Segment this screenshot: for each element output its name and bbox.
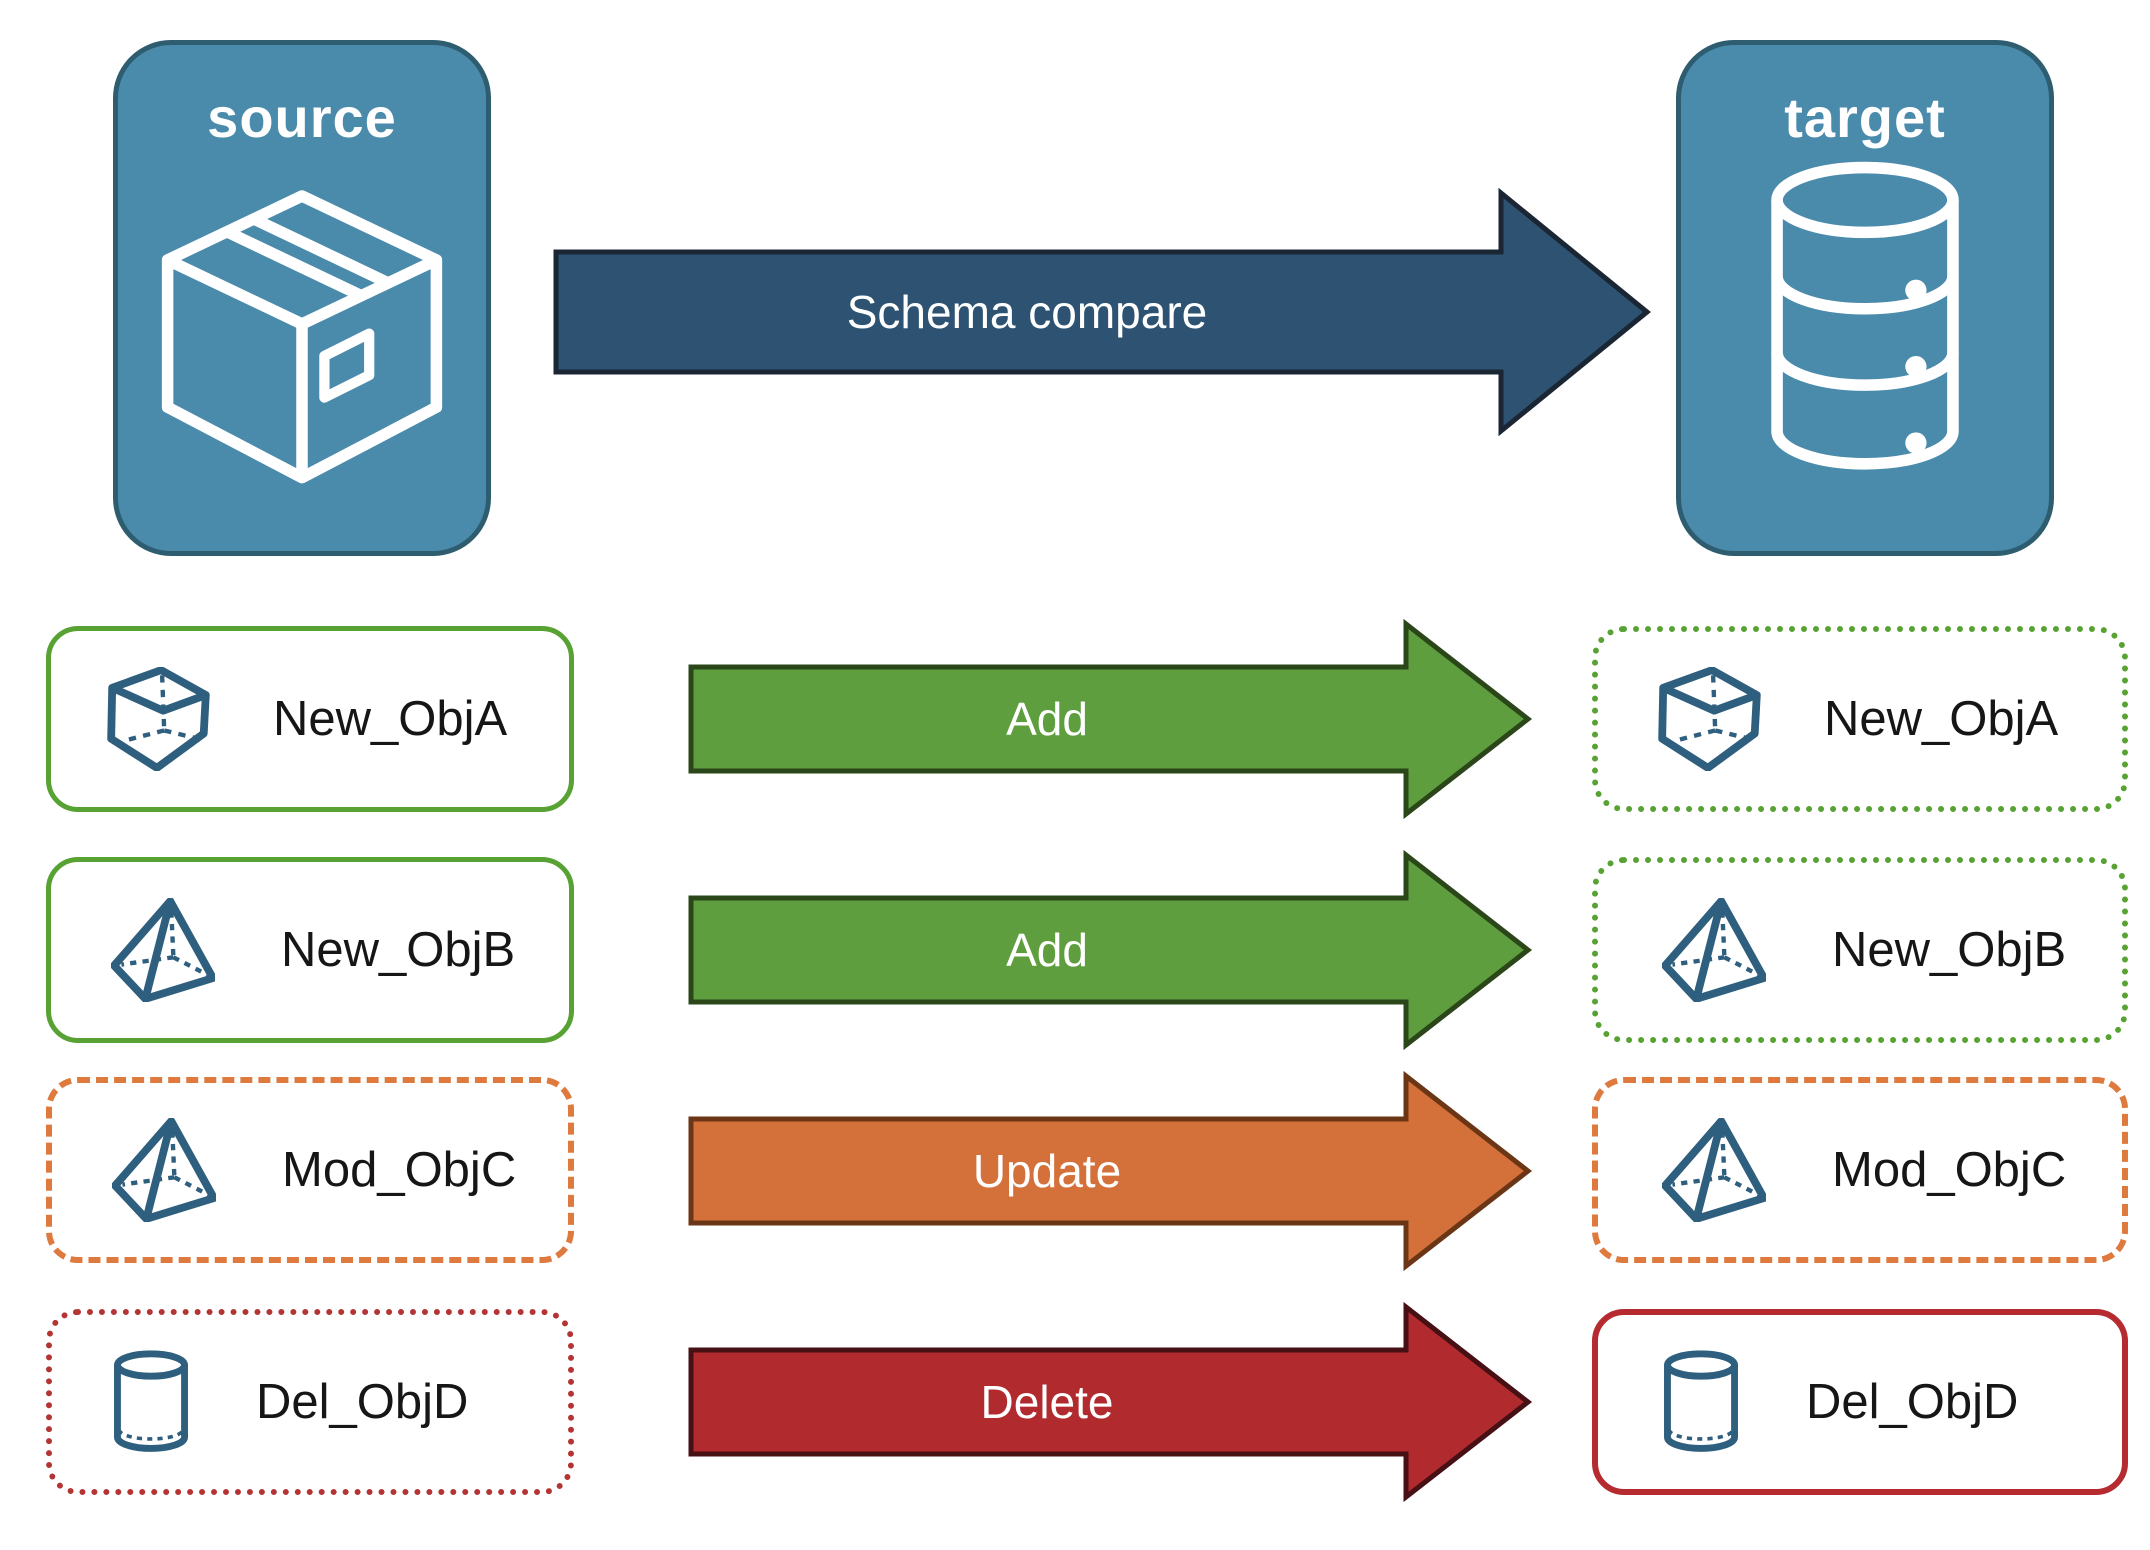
source-node-title: source bbox=[207, 86, 397, 149]
target-object-card-new-objb: New_ObjB bbox=[1592, 857, 2128, 1043]
target-object-card-del-objd: Del_ObjD bbox=[1592, 1309, 2128, 1495]
source-node: source bbox=[113, 40, 491, 556]
schema-compare-arrow bbox=[553, 188, 1651, 436]
pyramid-icon bbox=[1658, 1118, 1770, 1222]
target-node-title: target bbox=[1784, 86, 1946, 149]
cylinder-icon bbox=[108, 1348, 194, 1456]
update-arrow bbox=[688, 1071, 1533, 1271]
object-label: New_ObjB bbox=[281, 923, 516, 977]
source-object-card-new-obja: New_ObjA bbox=[46, 626, 574, 812]
add-arrow bbox=[688, 850, 1533, 1050]
object-label: New_ObjB bbox=[1832, 923, 2067, 977]
target-object-card-mod-objc: Mod_ObjC bbox=[1592, 1077, 2128, 1263]
source-object-card-del-objd: Del_ObjD bbox=[46, 1309, 574, 1495]
pyramid-icon bbox=[108, 1118, 220, 1222]
object-label: Del_ObjD bbox=[1806, 1375, 2019, 1429]
object-label: Mod_ObjC bbox=[282, 1143, 517, 1197]
cube-icon bbox=[1658, 667, 1762, 771]
database-icon bbox=[1749, 156, 1981, 480]
pyramid-icon bbox=[107, 898, 219, 1002]
object-label: New_ObjA bbox=[273, 692, 508, 746]
target-object-card-new-obja: New_ObjA bbox=[1592, 626, 2128, 812]
cylinder-icon bbox=[1658, 1348, 1744, 1456]
source-object-card-mod-objc: Mod_ObjC bbox=[46, 1077, 574, 1263]
cube-icon bbox=[107, 667, 211, 771]
object-label: New_ObjA bbox=[1824, 692, 2059, 746]
delete-arrow bbox=[688, 1302, 1533, 1502]
pyramid-icon bbox=[1658, 898, 1770, 1002]
object-label: Mod_ObjC bbox=[1832, 1143, 2067, 1197]
package-icon bbox=[142, 164, 462, 516]
source-object-card-new-objb: New_ObjB bbox=[46, 857, 574, 1043]
add-arrow bbox=[688, 619, 1533, 819]
object-label: Del_ObjD bbox=[256, 1375, 469, 1429]
target-node: target bbox=[1676, 40, 2054, 556]
